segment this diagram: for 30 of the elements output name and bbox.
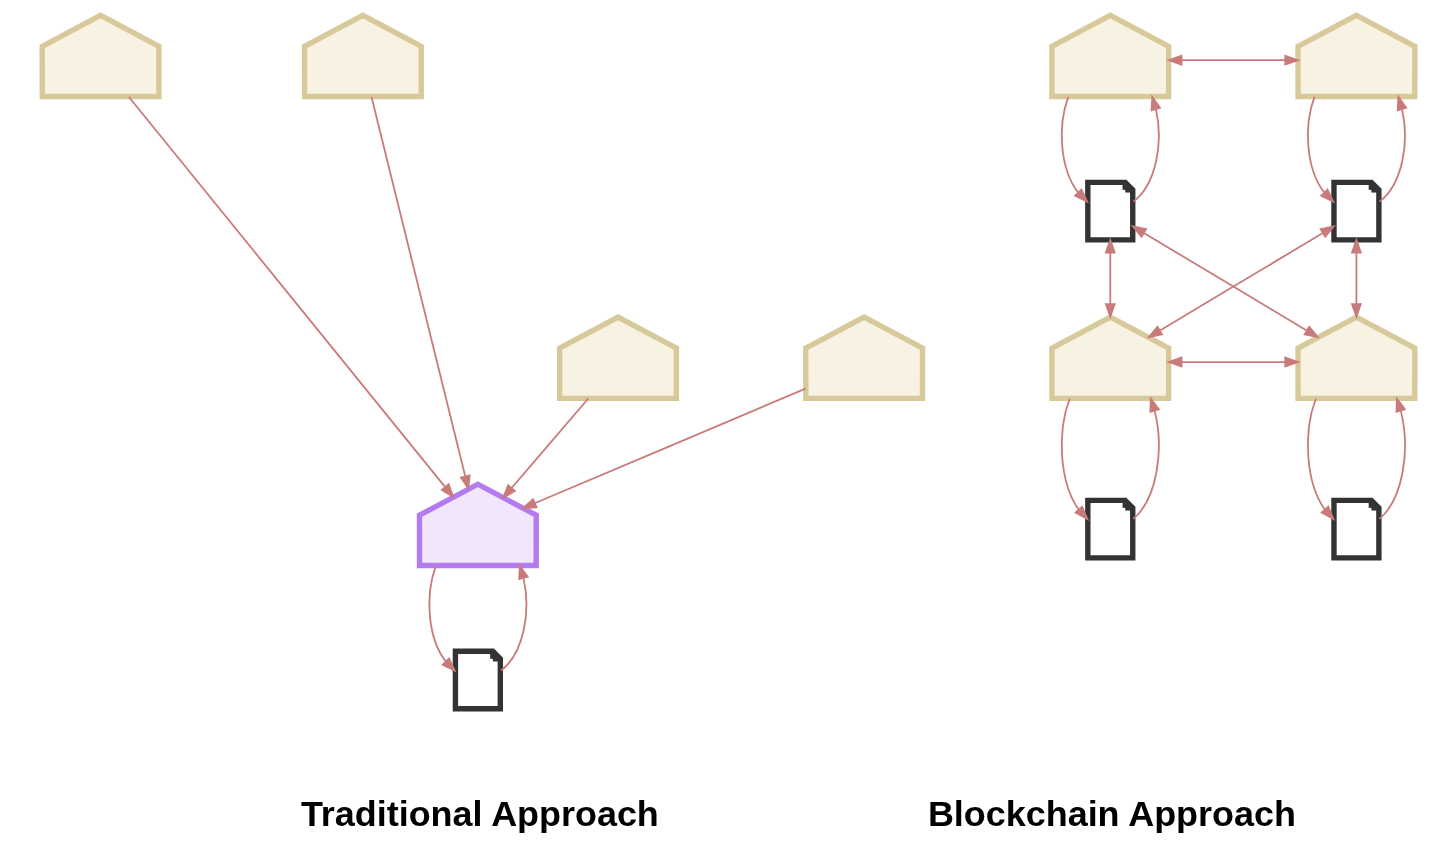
node-house [1294,314,1417,402]
node-house [802,314,925,402]
arrow [428,564,457,673]
arrow [1350,237,1362,320]
arrow [499,563,529,672]
arrow [1378,94,1408,203]
node-house [1294,12,1417,100]
arrow [520,387,806,510]
node-house [1048,12,1171,100]
arrow [127,96,455,499]
arrow [1131,395,1160,520]
arrow [1132,94,1161,203]
arrow [1306,96,1335,204]
arrow [1165,356,1301,368]
label: Traditional Approach [300,792,659,834]
arrow [1060,397,1089,521]
arrow [1306,397,1335,521]
arrow [1146,225,1336,339]
arrow [1130,225,1320,339]
arrow [370,96,471,492]
arrow [1104,237,1116,320]
arrow [1165,54,1301,66]
node-house [301,12,424,100]
node-house [556,314,679,402]
arrow [1060,96,1089,204]
arrow [1378,395,1406,520]
node-house [1048,314,1171,402]
node-house [39,12,162,100]
label: Blockchain Approach [927,792,1296,834]
arrow [501,397,589,500]
